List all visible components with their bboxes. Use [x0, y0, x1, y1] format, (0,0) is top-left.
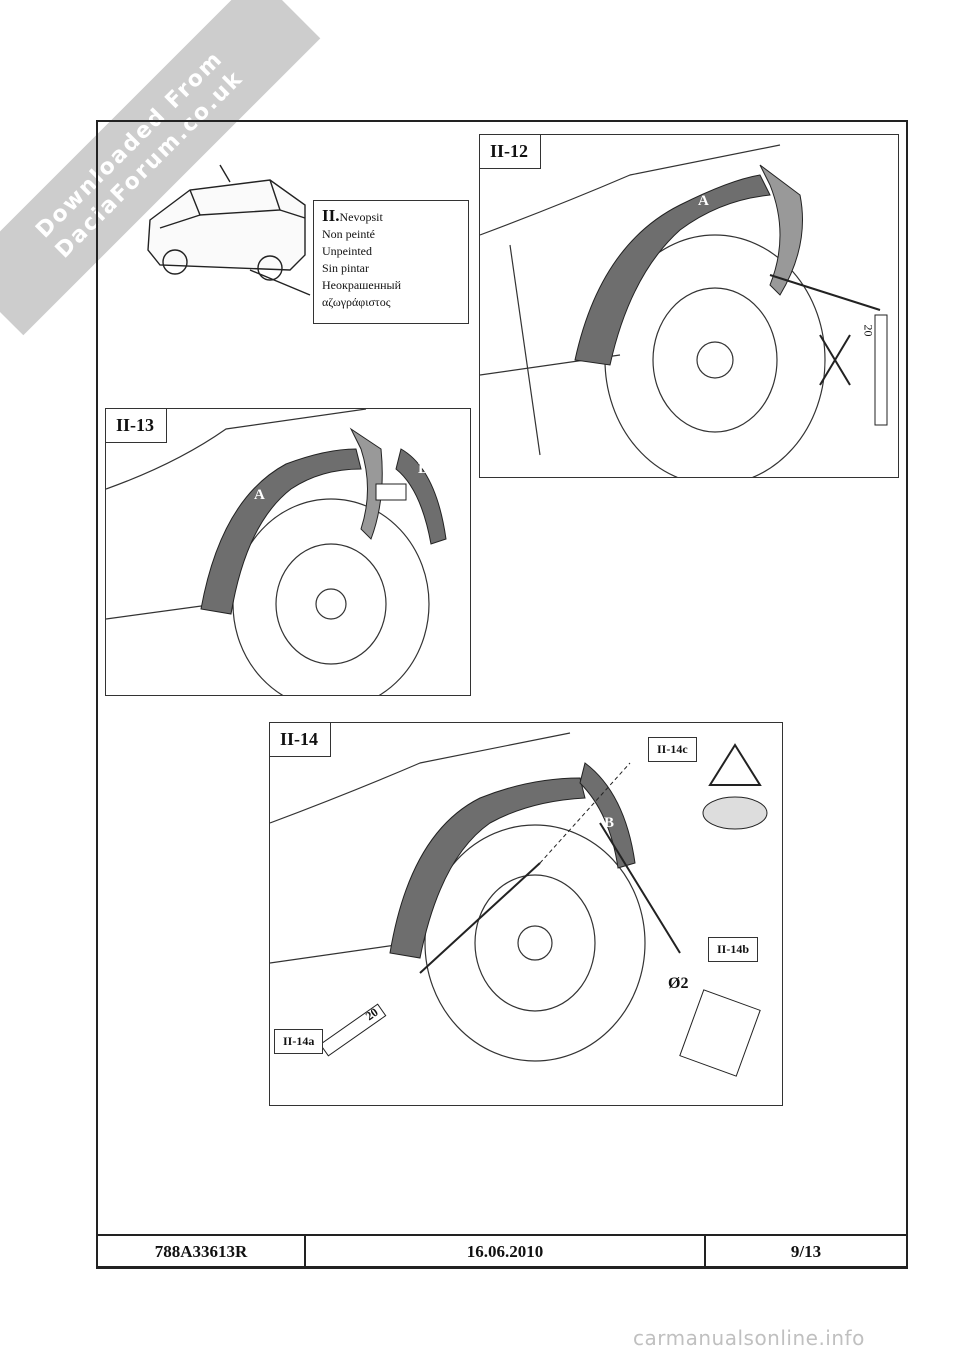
footer-date: 16.06.2010: [306, 1236, 706, 1267]
site-url: carmanualsonline.info: [633, 1326, 865, 1350]
screw-size-label: 20: [861, 324, 876, 337]
legend-line-4: Неокрашенный: [322, 278, 402, 292]
panel-ii-12: II-12 A 20: [479, 134, 899, 478]
panel-ii-14: II-14 B Ø2 20 II-14c II-14b II-14a: [269, 722, 783, 1106]
footer-reference: 788A33613R: [98, 1236, 306, 1267]
part-b-label: B: [418, 461, 429, 477]
legend-line-2: Unpeinted: [322, 244, 372, 258]
car-overview-illustration: [147, 164, 311, 296]
panel-label-ii-13: II-13: [106, 409, 168, 443]
wheel-arch-ii-14-drawing: [270, 732, 768, 1077]
paint-legend: II.Nevopsit Non peinté Unpeinted Sin pin…: [313, 200, 469, 324]
panel-label-ii-12: II-12: [480, 135, 542, 169]
wheel-arch-ii-13-drawing: [106, 409, 447, 695]
sub-label-ii-14b: II-14b: [708, 937, 759, 962]
part-b-label: B: [604, 815, 615, 831]
wheel-arch-ii-12-drawing: [480, 144, 888, 477]
legend-line-3: Sin pintar: [322, 261, 369, 275]
drill-size-label: Ø2: [668, 975, 689, 992]
panel-ii-13: II-13 A B: [105, 408, 471, 696]
legend-heading: II.: [322, 206, 340, 225]
legend-line-0: Nevopsit: [339, 210, 383, 224]
footer-page: 9/13: [790, 1241, 822, 1261]
part-a-label: A: [698, 193, 709, 209]
panel-label-ii-14: II-14: [270, 723, 332, 757]
sub-label-ii-14c: II-14c: [648, 737, 697, 762]
sub-label-ii-14a: II-14a: [274, 1029, 324, 1054]
part-a-label: A: [254, 487, 265, 503]
document-footer: 788A33613R 16.06.2010 9/13: [96, 1234, 908, 1269]
legend-line-1: Non peinté: [322, 227, 375, 241]
legend-line-5: αζωγράφιστος: [322, 295, 391, 309]
